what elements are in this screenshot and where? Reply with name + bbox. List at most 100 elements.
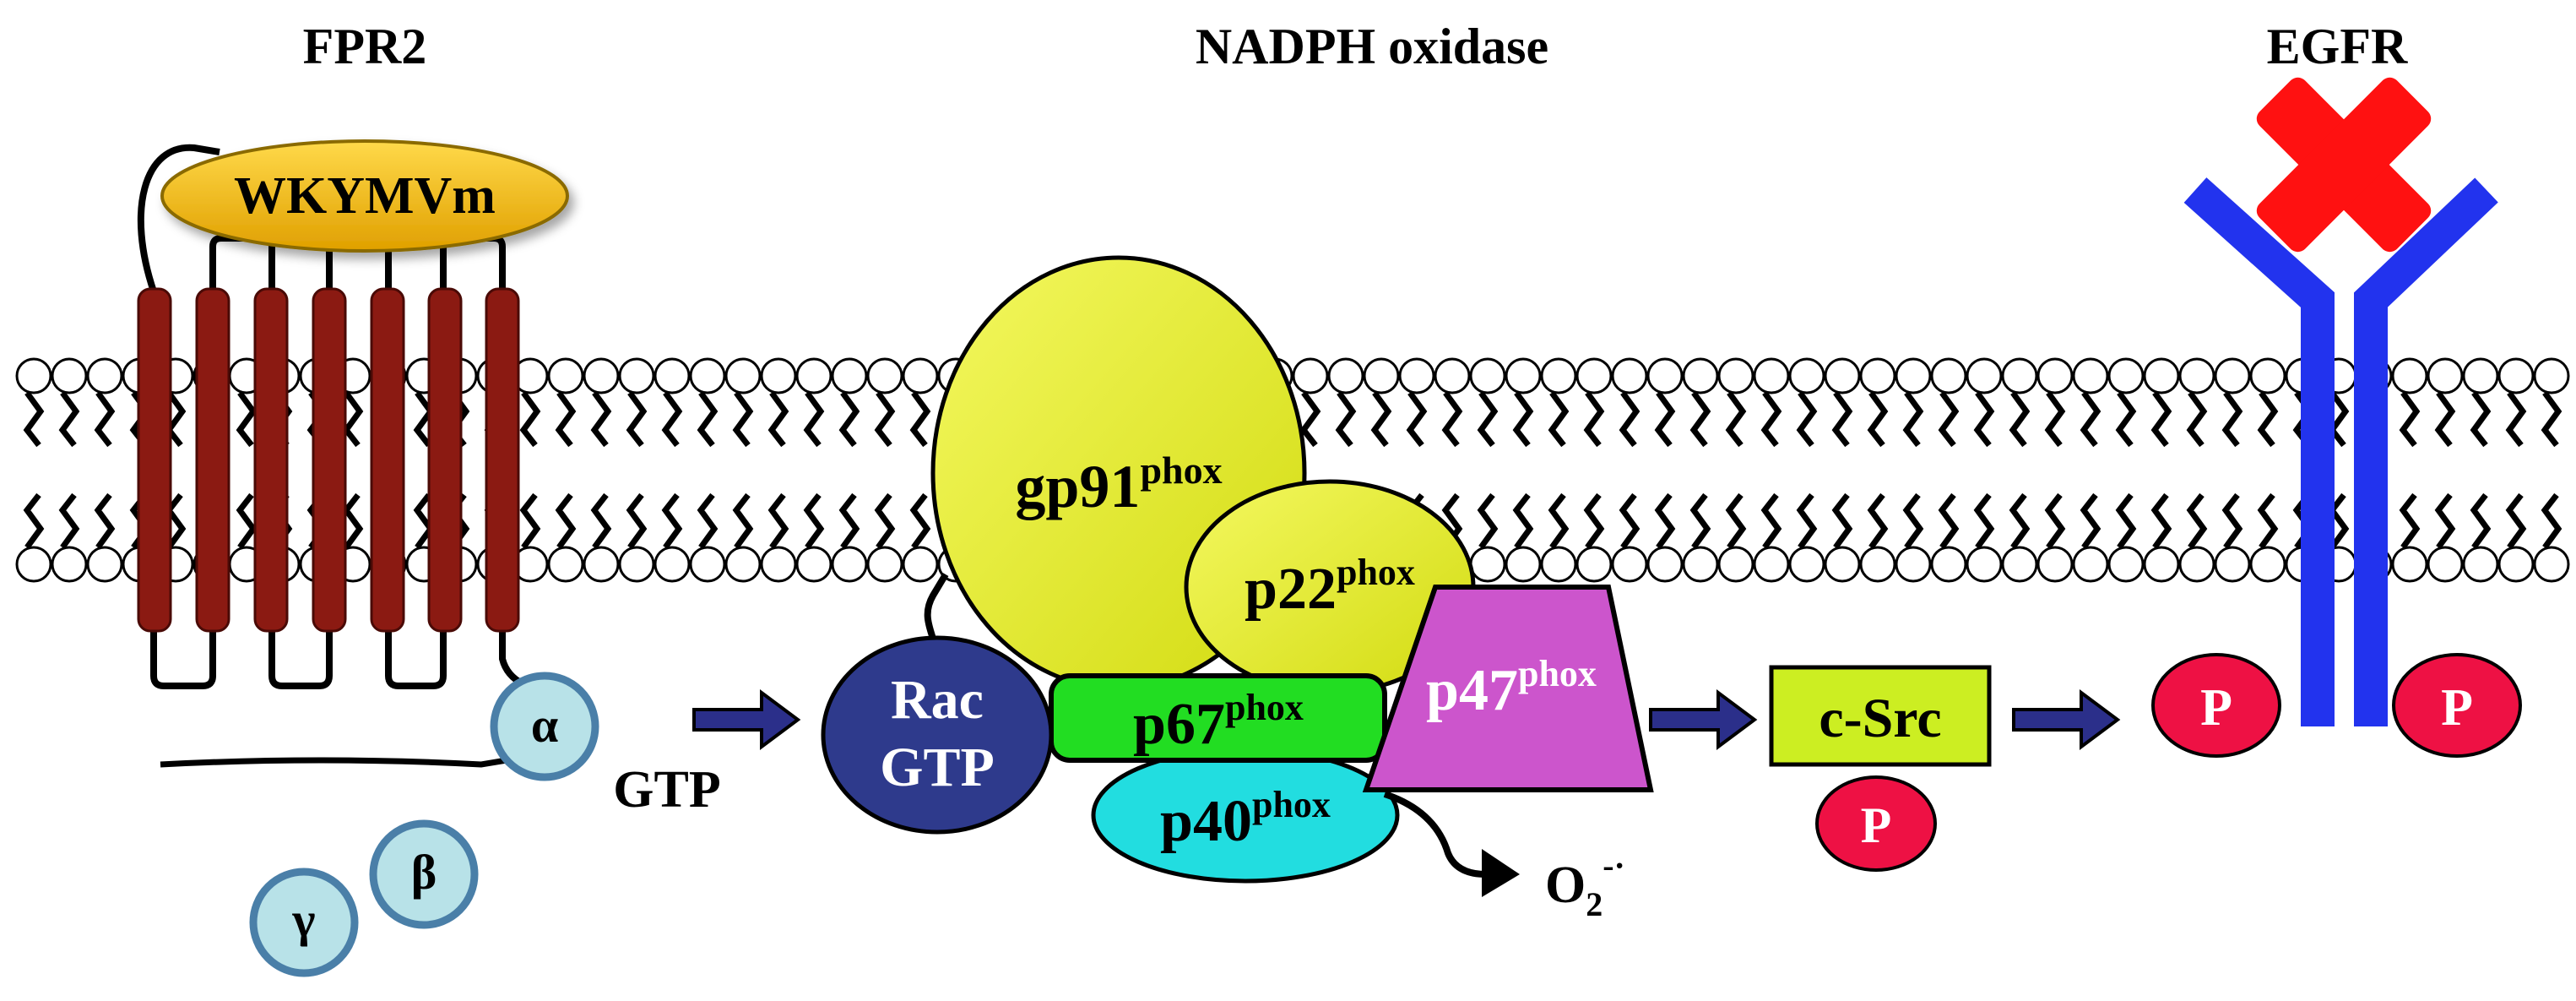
egfr-phospho-left-circle: [2151, 653, 2281, 758]
lipid-head: [1292, 357, 1329, 394]
lipid-head: [1753, 546, 1790, 583]
lipid-head: [2072, 357, 2109, 394]
c-src-phospho-circle: [1815, 775, 1937, 872]
lipid-head: [1327, 357, 1364, 394]
lipid-head: [1682, 546, 1719, 583]
lipid-head: [1824, 357, 1861, 394]
lipid-head: [1505, 357, 1542, 394]
lipid-head: [1540, 357, 1577, 394]
superoxide-sup: -·: [1603, 846, 1625, 884]
lipid-head: [618, 357, 655, 394]
lipid-head: [1540, 546, 1577, 583]
p40-name: p40: [1160, 789, 1252, 854]
lipid-head: [1398, 357, 1435, 394]
lipid-head: [1930, 546, 1967, 583]
lipid-head: [1363, 357, 1400, 394]
fpr2-n-terminal-loop: [137, 144, 220, 293]
p67-name: p67: [1133, 692, 1225, 757]
fpr2-helix-4: [312, 287, 347, 633]
fpr2-receptor: [137, 144, 525, 768]
lipid-head: [2178, 357, 2215, 394]
lipid-head: [2036, 357, 2074, 394]
wkymvm-label: WKYMVm: [234, 167, 496, 225]
fpr2-helix-3: [253, 287, 289, 633]
lipid-head: [1859, 357, 1896, 394]
lipid-head: [1646, 546, 1684, 583]
lipid-head: [2143, 357, 2180, 394]
superoxide-arrowhead: [1482, 849, 1520, 897]
lipid-head: [689, 546, 726, 583]
lipid-head: [2036, 546, 2074, 583]
fpr2-helix-5: [370, 287, 405, 633]
gp91phox-label: gp91phox: [1015, 449, 1222, 520]
g-beta-label: β: [411, 845, 437, 900]
lipid-head: [2107, 546, 2145, 583]
egfr-phospho-right-circle: [2392, 653, 2522, 758]
lipid-head: [653, 546, 691, 583]
lipid-head: [2533, 357, 2570, 394]
fpr2-intracellular-loops: [150, 625, 447, 689]
lipid-head: [653, 357, 691, 394]
lipid-head: [2391, 357, 2428, 394]
g-protein: α β γ GTP: [249, 672, 721, 977]
lipid-head: [2107, 357, 2145, 394]
lipid-head: [1682, 357, 1719, 394]
lipid-head: [1966, 357, 2003, 394]
superoxide-sub: 2: [1586, 885, 1603, 923]
g-alpha-label: α: [531, 698, 558, 753]
lipid-head: [1505, 546, 1542, 583]
lipid-head: [2214, 357, 2251, 394]
superoxide-arrow: [1383, 791, 1487, 878]
lipid-head: [1611, 546, 1648, 583]
arrow-nadph-to-csrc: [1649, 689, 1758, 750]
lipid-head: [51, 357, 88, 394]
superoxide-base: O: [1545, 857, 1586, 914]
lipid-head: [902, 546, 939, 583]
lipid-head: [2072, 546, 2109, 583]
fpr2-heading: FPR2: [303, 19, 427, 74]
lipid-head: [618, 546, 655, 583]
nadph-oxidase-heading: NADPH oxidase: [1196, 19, 1548, 74]
p47-name: p47: [1426, 658, 1518, 723]
gp91-sup: phox: [1140, 449, 1222, 492]
lipid-head: [583, 357, 620, 394]
lipid-head: [1824, 546, 1861, 583]
g-alpha-anchor-line: [160, 757, 507, 768]
lipid-head: [2427, 546, 2464, 583]
lipid-head: [724, 546, 762, 583]
lipid-head: [1788, 357, 1825, 394]
lipid-head: [2143, 546, 2180, 583]
p22phox-label: p22phox: [1245, 552, 1415, 622]
lipid-head: [1930, 357, 1967, 394]
lipid-head: [15, 546, 52, 583]
lipid-head: [1753, 357, 1790, 394]
g-alpha-gtp-label: GTP: [613, 761, 720, 819]
g-alpha-subunit: [490, 672, 599, 781]
g-beta-subunit: [369, 819, 479, 929]
lipid-head: [831, 546, 868, 583]
lipid-head: [2462, 546, 2499, 583]
lipid-head: [2497, 546, 2535, 583]
lipid-head: [1469, 357, 1506, 394]
lipid-head: [2249, 357, 2286, 394]
lipid-head: [1434, 357, 1471, 394]
fpr2-helix-2: [195, 287, 230, 633]
lipid-head: [795, 357, 832, 394]
lipid-head: [724, 357, 762, 394]
rac-gtp-subunit: [821, 635, 1054, 835]
lipid-head: [2497, 357, 2535, 394]
arrow-fpr2-to-nadph: [692, 689, 801, 750]
g-gamma-label: γ: [291, 892, 315, 947]
lipid-head: [15, 357, 52, 394]
fpr2-c-terminal-tail: [499, 625, 525, 688]
egfr-phospho-right-label: P: [2441, 679, 2473, 737]
lipid-head: [547, 357, 584, 394]
lipid-head: [1646, 357, 1684, 394]
gp91-name: gp91: [1015, 453, 1140, 520]
p67phox-label: p67phox: [1133, 687, 1304, 757]
lipid-head: [1895, 546, 1932, 583]
arrow-csrc-to-egfr: [2012, 689, 2121, 750]
egfr-phospho-left-label: P: [2200, 679, 2232, 737]
rac-gtp-label: GTP: [880, 737, 995, 798]
